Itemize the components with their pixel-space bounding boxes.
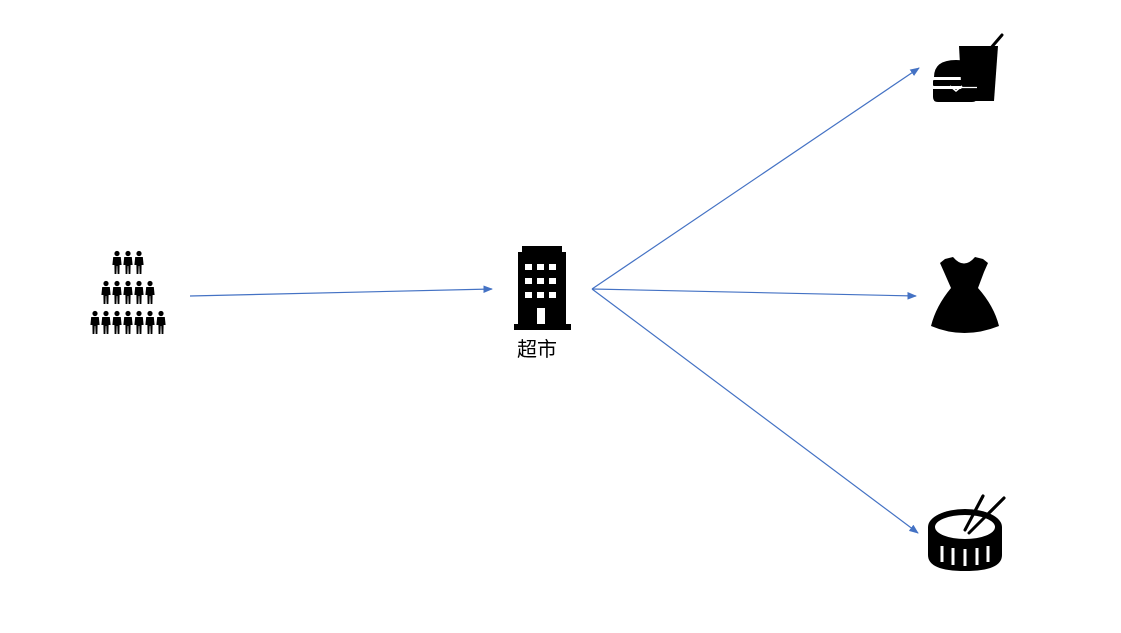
drum-icon (928, 494, 1006, 571)
office-building-icon (514, 246, 571, 330)
dress-icon (931, 257, 999, 333)
fast-food-icon (933, 33, 1004, 102)
arrow-supermarket-to-food (591, 67, 920, 290)
arrow-supermarket-to-dress (591, 288, 917, 300)
arrow-crowd-to-supermarket (189, 285, 493, 297)
crowd-icon (90, 250, 166, 334)
supermarket-label: 超市 (517, 337, 557, 361)
arrow-supermarket-to-drum (591, 288, 919, 534)
